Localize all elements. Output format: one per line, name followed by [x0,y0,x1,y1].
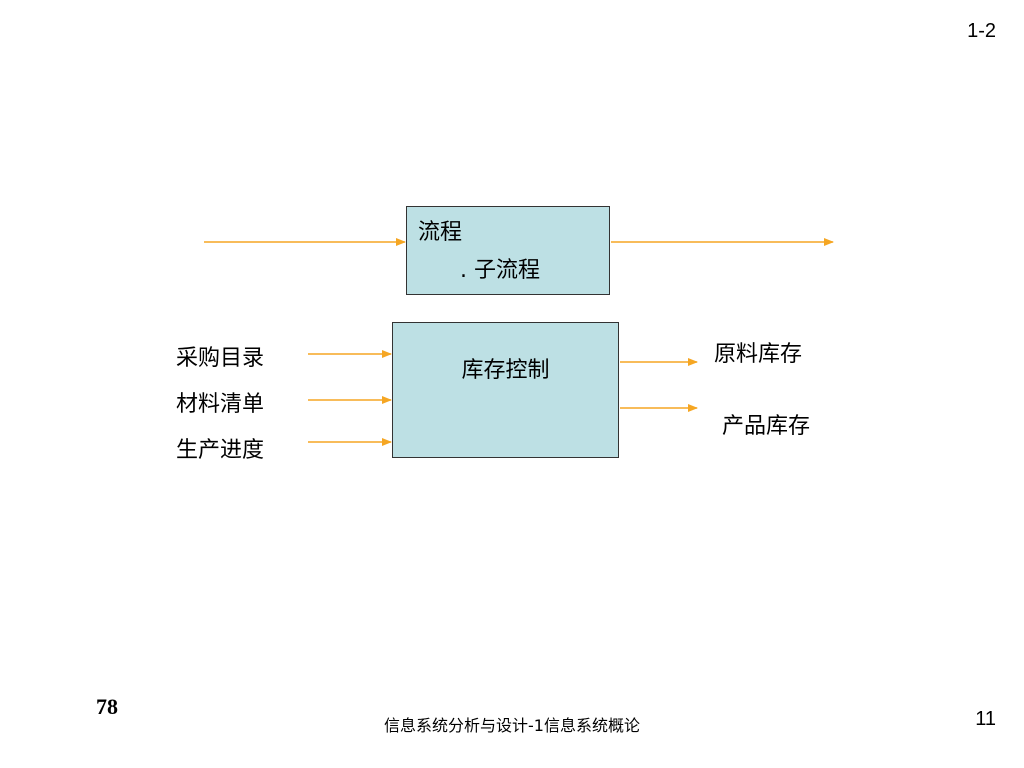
input-label-purchase-catalog: 采购目录 [176,346,265,371]
process-box-title: 流程 [418,220,463,245]
inventory-control-box [392,322,619,458]
input-label-bill-of-materials: 材料清单 [176,392,265,417]
slide-id: 1-2 [967,20,996,42]
process-box [406,206,610,295]
output-label-raw-material-stock: 原料库存 [714,342,803,367]
footer-title: 信息系统分析与设计-1信息系统概论 [384,716,640,735]
output-label-product-stock: 产品库存 [722,414,811,439]
slide-number: 78 [96,694,118,719]
process-box-subtitle: . 子流程 [460,258,540,283]
inventory-control-title: 库存控制 [461,358,550,383]
input-label-production-schedule: 生产进度 [176,438,265,463]
page-number: 11 [975,708,996,730]
